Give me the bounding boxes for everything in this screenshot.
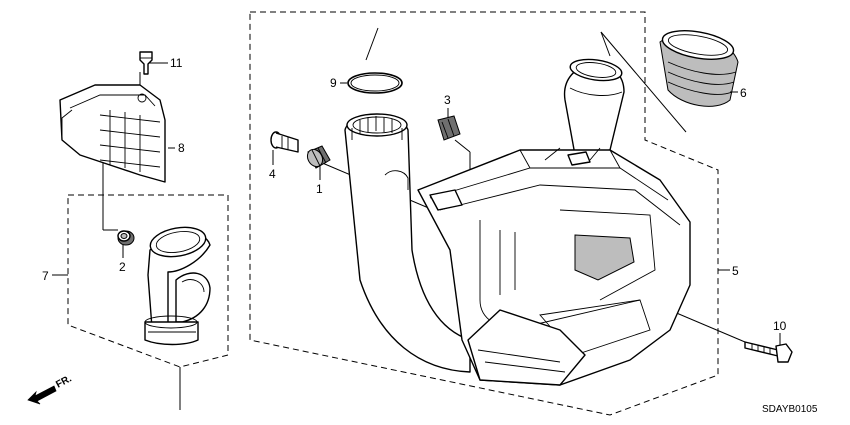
assembly-7-outline <box>67 194 229 368</box>
front-direction-label: FR. <box>54 373 74 390</box>
callout-11: 11 <box>170 56 183 70</box>
resonator-part-5 <box>344 58 691 386</box>
leader-line <box>600 31 611 57</box>
leader-line <box>454 139 471 153</box>
bolt-part-10 <box>744 341 793 363</box>
callout-4: 4 <box>269 167 276 181</box>
seal-part-6 <box>659 30 739 107</box>
callout-7: 7 <box>42 269 49 283</box>
diagram-code: SDAYB0105 <box>762 404 818 415</box>
front-direction-arrow: FR. <box>27 373 74 405</box>
intake-duct-part-7 <box>144 226 211 346</box>
callout-2: 2 <box>119 260 126 274</box>
callout-5: 5 <box>732 264 739 278</box>
bolt-part-4 <box>270 131 299 153</box>
grommet-part-1 <box>306 145 331 169</box>
callout-1: 1 <box>316 182 323 196</box>
clip-part-11 <box>139 51 153 75</box>
callout-3: 3 <box>444 93 451 107</box>
grommet-part-3 <box>437 115 461 141</box>
callout-8: 8 <box>178 141 185 155</box>
callout-6: 6 <box>740 86 747 100</box>
assembly-5-outline <box>249 11 719 416</box>
callout-9: 9 <box>330 76 337 90</box>
leader-line <box>365 27 379 61</box>
leader-line <box>600 31 687 133</box>
o-ring-part-9 <box>347 72 403 94</box>
bracket-part-8 <box>59 84 166 183</box>
grommet-part-2 <box>117 230 135 246</box>
callout-10: 10 <box>773 319 787 333</box>
